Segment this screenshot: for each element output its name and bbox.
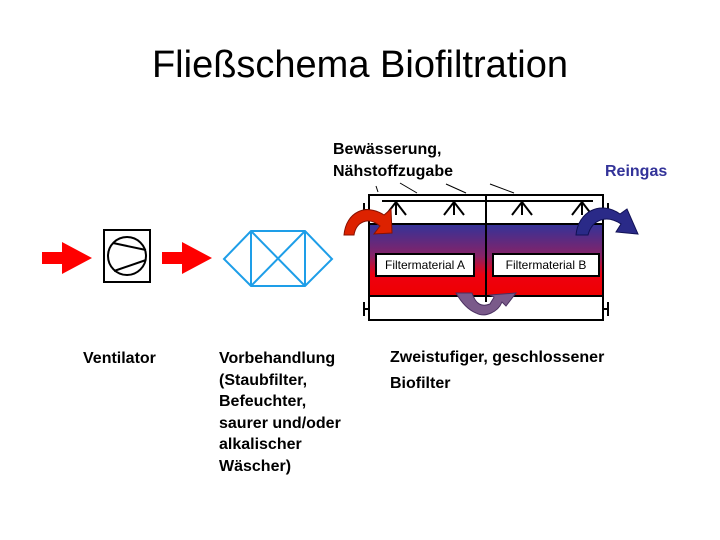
transfer-arrow <box>455 292 518 316</box>
clean-gas-arrow <box>575 207 639 236</box>
biofilter-vessel <box>363 182 609 321</box>
biofilter-label-2: Biofilter <box>390 375 451 392</box>
filter-material-b: Filtermaterial B <box>492 253 600 277</box>
pretreatment-label: Vorbehandlung (Staubfilter, Befeuchter, … <box>219 350 341 475</box>
ventilator-label: Ventilator <box>83 350 156 367</box>
clean-gas-label: Reingas <box>605 163 668 180</box>
page-title: Fließschema Biofiltration <box>151 44 569 86</box>
gas-inlet-arrow <box>343 207 393 236</box>
irrigation-label: Bewässerung, Nähstoffzugabe <box>333 141 453 180</box>
inlet-arrow <box>42 242 92 274</box>
flow-arrow <box>162 242 212 274</box>
filter-material-a: Filtermaterial A <box>375 253 475 277</box>
ventilator-icon <box>103 229 151 283</box>
pretreatment-icon <box>222 230 334 287</box>
biofilter-label: Zweistufiger, geschlossener <box>390 349 605 366</box>
